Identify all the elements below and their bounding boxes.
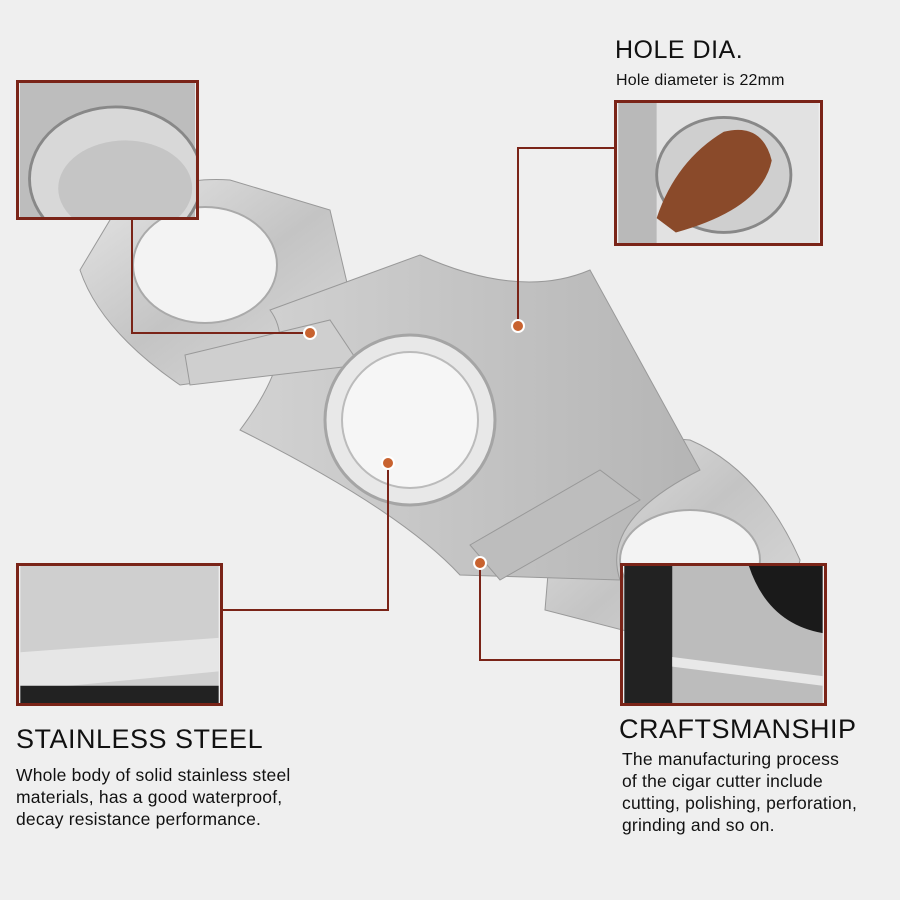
left-finger-hole bbox=[132, 206, 278, 324]
inset-steel-surface bbox=[16, 563, 223, 706]
stainless-steel-description-line: Whole body of solid stainless steel bbox=[16, 765, 291, 785]
center-hole bbox=[341, 351, 479, 489]
callout-dot bbox=[381, 456, 395, 470]
inset-craft-edge bbox=[620, 563, 827, 706]
callout-line-bottom-right bbox=[479, 563, 620, 661]
craftsmanship-title: CRAFTSMANSHIP bbox=[619, 714, 857, 744]
callout-dot bbox=[303, 326, 317, 340]
callout-line-bottom-left bbox=[222, 463, 389, 611]
craftsmanship-description-line: cutting, polishing, perforation, bbox=[622, 793, 858, 813]
callout-line-top-left bbox=[131, 218, 310, 334]
inset-blade-closeup bbox=[16, 80, 199, 220]
craftsmanship-description-line: of the cigar cutter include bbox=[622, 771, 823, 791]
stainless-steel-title: STAINLESS STEEL bbox=[16, 724, 264, 754]
callout-dot bbox=[511, 319, 525, 333]
hole-diameter-title: HOLE DIA. bbox=[615, 36, 744, 64]
callout-line-top-right bbox=[517, 147, 614, 326]
inset-hole-with-cigar bbox=[614, 100, 823, 246]
stainless-steel-description-line: materials, has a good waterproof, bbox=[16, 787, 283, 807]
callout-dot bbox=[473, 556, 487, 570]
stainless-steel-description-line: decay resistance performance. bbox=[16, 809, 262, 829]
craftsmanship-description-line: The manufacturing process bbox=[622, 749, 840, 769]
craftsmanship-description-line: grinding and so on. bbox=[622, 815, 775, 835]
hole-diameter-description: Hole diameter is 22mm bbox=[616, 72, 785, 89]
